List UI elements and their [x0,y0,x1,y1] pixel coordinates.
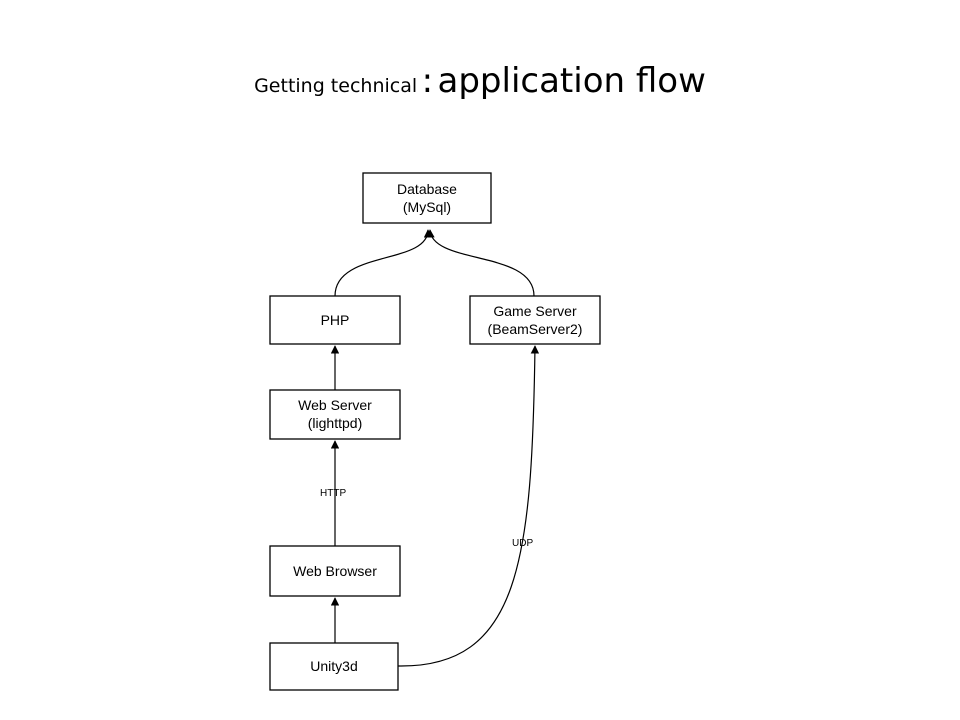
title-main: application flow [437,61,706,101]
node-database: Database (MySql) [362,172,492,224]
edge-game-server-to-database [426,229,535,297]
node-web-server-sublabel: (lighttpd) [308,415,362,431]
node-web-browser-box [269,545,401,597]
edges [330,229,540,667]
node-unity3d-box [269,642,399,691]
node-php-label: PHP [321,312,350,328]
node-game-server-label: Game Server [493,303,577,319]
edge-label-http: HTTP [320,488,346,499]
node-php-box [269,295,401,345]
node-web-server-box [269,389,401,440]
node-web-browser-label: Web Browser [293,563,377,579]
title-separator: : [421,61,434,101]
node-database-label: Database [397,181,457,197]
node-unity3d-label: Unity3d [310,658,357,674]
node-game-server: Game Server (BeamServer2) [469,295,601,345]
node-web-server: Web Server (lighttpd) [269,389,401,440]
title-prefix: Getting technical [254,75,418,97]
page-title: Getting technical : application flow [0,64,960,98]
edge-php-to-database [334,229,433,297]
node-game-server-sublabel: (BeamServer2) [488,321,583,337]
node-game-server-box [469,295,601,345]
node-web-browser: Web Browser [269,545,401,597]
node-web-server-label: Web Server [298,397,372,413]
node-database-box [362,172,492,224]
edge-label-udp: UDP [512,538,533,549]
edge-unity3d-to-game-server [397,345,540,667]
node-database-sublabel: (MySql) [403,199,451,215]
node-unity3d: Unity3d [269,642,399,691]
node-php: PHP [269,295,401,345]
